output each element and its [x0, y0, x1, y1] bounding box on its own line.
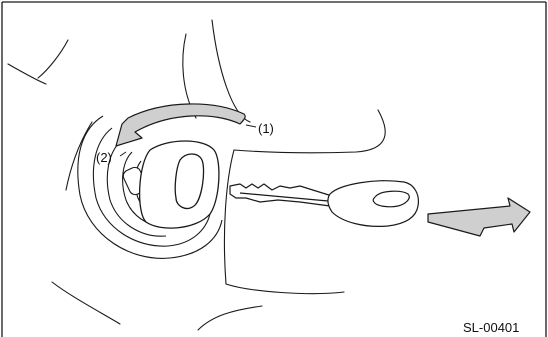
callout-label-2: (2)	[96, 150, 112, 165]
callout-label-1: (1)	[258, 121, 274, 136]
inserted-key-head	[140, 141, 219, 228]
pull-out-arrow-icon	[428, 198, 530, 236]
removed-key	[230, 181, 418, 227]
figure-code: SL-00401	[463, 320, 519, 335]
curved-arrow-icon	[116, 104, 245, 146]
